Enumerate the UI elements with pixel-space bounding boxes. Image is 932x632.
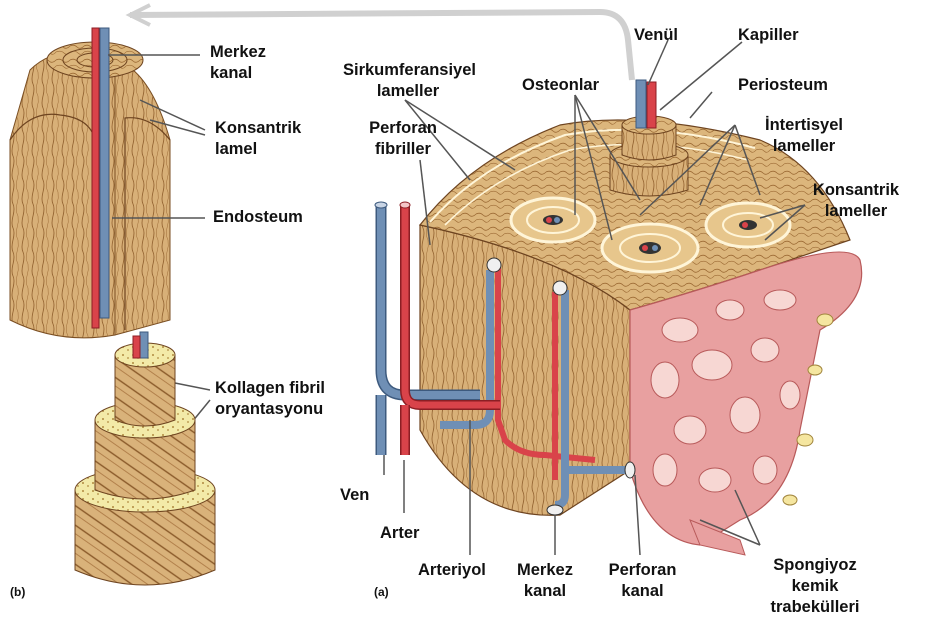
collagen-cylinder-b xyxy=(75,332,215,585)
label-periosteum: Periosteum xyxy=(738,75,828,96)
label-arteriyol: Arteriyol xyxy=(418,560,486,581)
label-ven: Ven xyxy=(340,485,369,506)
osteon-1 xyxy=(511,198,595,242)
label-kapiller: Kapiller xyxy=(738,25,799,46)
label-arter: Arter xyxy=(380,523,419,544)
label-endosteum: Endosteum xyxy=(213,207,303,228)
central-artery-b xyxy=(92,28,99,328)
osteon-3 xyxy=(706,203,790,247)
osteon-cutaway-b xyxy=(10,28,170,338)
panel-label-a: (a) xyxy=(374,585,389,599)
central-vein-b xyxy=(100,28,109,318)
osteon-2 xyxy=(602,224,698,272)
label-osteonlar: Osteonlar xyxy=(522,75,599,96)
panel-label-b: (b) xyxy=(10,585,25,599)
label-venul: Venül xyxy=(634,25,678,46)
